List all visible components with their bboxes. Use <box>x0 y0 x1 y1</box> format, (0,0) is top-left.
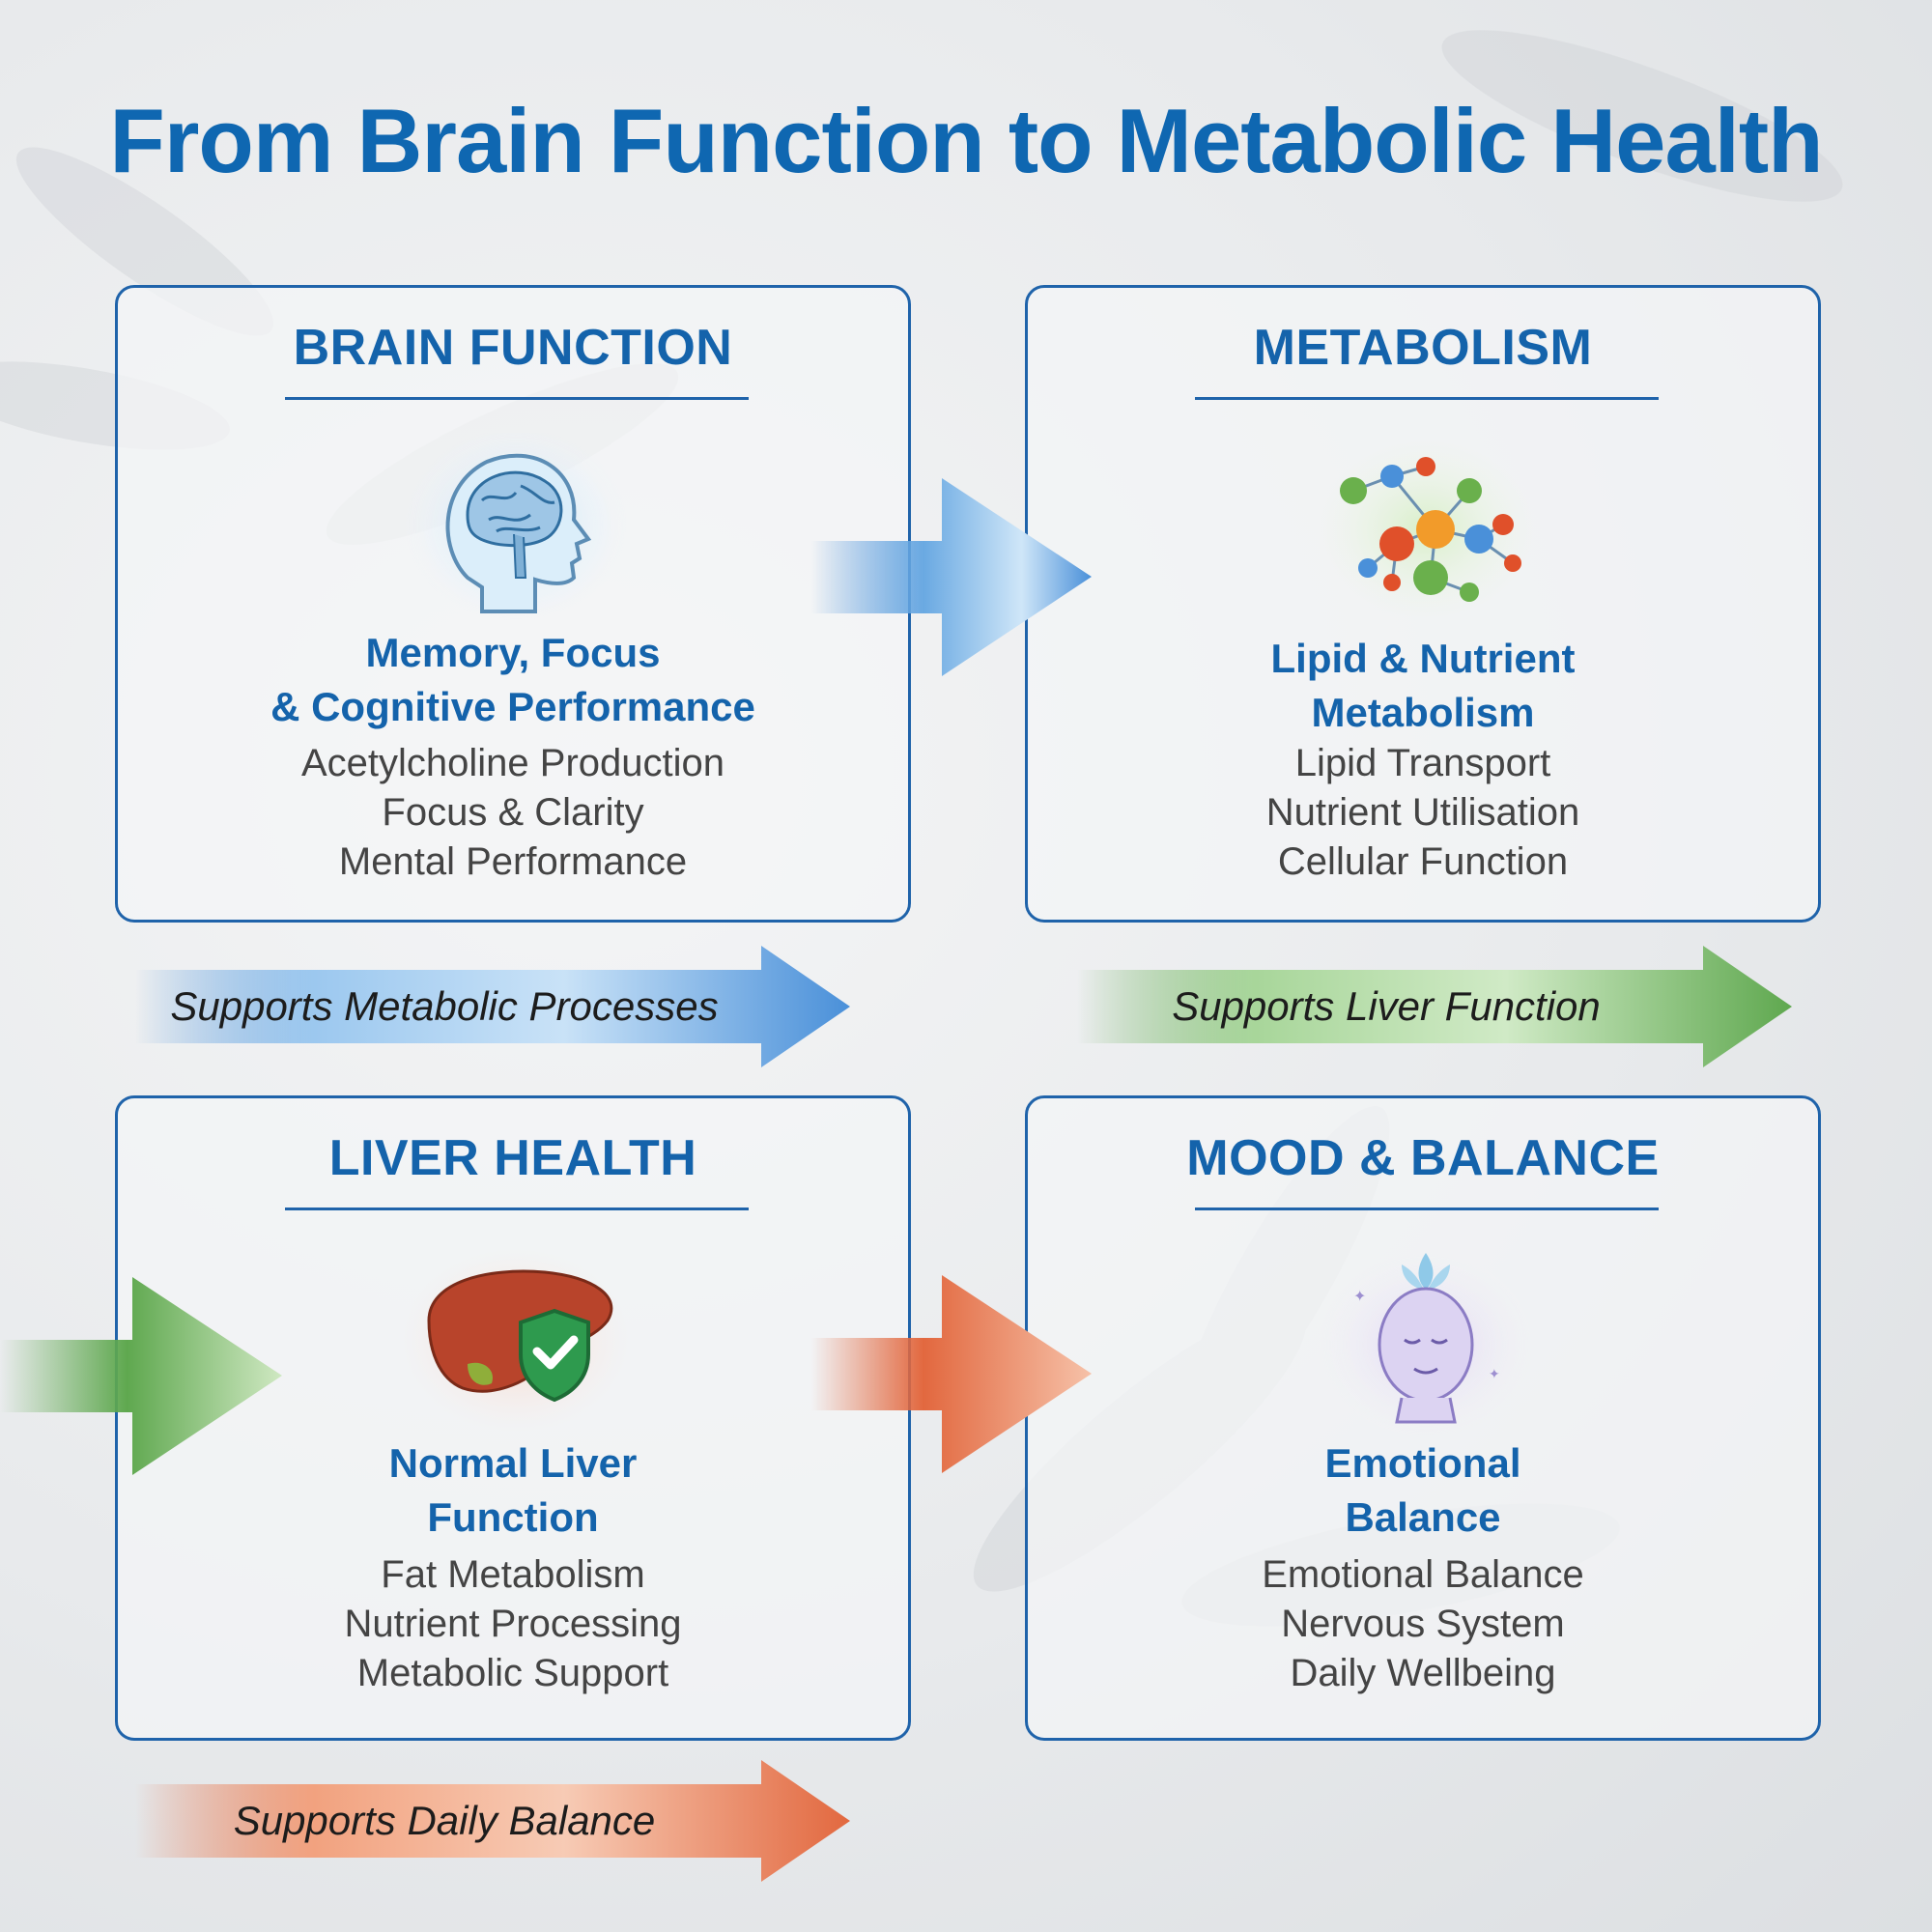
heading-divider <box>285 1208 749 1210</box>
card-item-list: Fat Metabolism Nutrient Processing Metab… <box>118 1550 908 1698</box>
svg-text:✦: ✦ <box>1353 1287 1366 1305</box>
card-heading: BRAIN FUNCTION <box>293 320 733 376</box>
flow-arrow-liver: Supports Liver Function <box>1077 946 1792 1067</box>
connector-arrow-green <box>0 1277 282 1475</box>
connector-arrow-blue <box>811 478 1092 676</box>
flow-label: Supports Liver Function <box>1172 983 1601 1029</box>
card-liver-health: LIVER HEALTH Normal Liver Function Fat M… <box>115 1095 911 1741</box>
subtitle-line: Lipid & Nutrient <box>1270 636 1576 681</box>
list-item: Cellular Function <box>1277 840 1569 883</box>
card-subtitle: Memory, Focus & Cognitive Performance <box>118 626 908 734</box>
subtitle-line: Function <box>427 1494 599 1540</box>
flow-label: Supports Daily Balance <box>233 1798 656 1843</box>
list-item: Lipid Transport <box>1294 742 1551 784</box>
list-item: Nervous System <box>1281 1603 1565 1645</box>
liver-shield-icon <box>402 1248 630 1432</box>
subtitle-line: & Cognitive Performance <box>270 684 755 729</box>
list-item: Mental Performance <box>338 840 688 883</box>
flow-arrow-metabolic: Supports Metabolic Processes <box>135 946 850 1067</box>
card-item-list: Acetylcholine Production Focus & Clarity… <box>118 739 908 887</box>
list-item: Nutrient Processing <box>344 1603 682 1645</box>
flow-label: Supports Metabolic Processes <box>170 983 719 1029</box>
meditating-face-icon: ✦ ✦ <box>1320 1253 1532 1436</box>
list-item: Fat Metabolism <box>381 1553 645 1596</box>
subtitle-line: Emotional <box>1324 1440 1521 1486</box>
connector-arrow-orange <box>811 1275 1092 1473</box>
card-heading: METABOLISM <box>1253 320 1593 376</box>
list-item: Emotional Balance <box>1262 1553 1584 1596</box>
card-heading: MOOD & BALANCE <box>1186 1130 1660 1186</box>
card-subtitle: Emotional Balance <box>1028 1436 1818 1545</box>
heading-divider <box>285 397 749 400</box>
heading-divider <box>1195 397 1659 400</box>
card-heading: LIVER HEALTH <box>328 1130 697 1186</box>
heading-divider <box>1195 1208 1659 1210</box>
flow-arrow-balance: Supports Daily Balance <box>135 1760 850 1882</box>
molecule-network-icon <box>1315 438 1537 621</box>
card-subtitle: Lipid & Nutrient Metabolism <box>1028 632 1818 740</box>
subtitle-line: Balance <box>1345 1494 1501 1540</box>
card-metabolism: METABOLISM Lipid & Nutrient Metabolism L… <box>1025 285 1821 923</box>
subtitle-line: Metabolism <box>1311 690 1535 735</box>
subtitle-line: Normal Liver <box>388 1440 638 1486</box>
list-item: Nutrient Utilisation <box>1265 791 1580 834</box>
list-item: Focus & Clarity <box>382 791 644 834</box>
card-item-list: Lipid Transport Nutrient Utilisation Cel… <box>1028 739 1818 887</box>
list-item: Acetylcholine Production <box>300 742 725 784</box>
card-brain-function: BRAIN FUNCTION Memory, Focus & Cognitive… <box>115 285 911 923</box>
brain-head-icon <box>405 433 627 621</box>
card-subtitle: Normal Liver Function <box>118 1436 908 1545</box>
card-item-list: Emotional Balance Nervous System Daily W… <box>1028 1550 1818 1698</box>
page-title: From Brain Function to Metabolic Health <box>109 90 1823 191</box>
svg-text:✦: ✦ <box>1489 1367 1500 1382</box>
list-item: Metabolic Support <box>356 1652 669 1694</box>
list-item: Daily Wellbeing <box>1290 1652 1556 1694</box>
subtitle-line: Memory, Focus <box>365 630 661 675</box>
card-mood-balance: MOOD & BALANCE ✦ ✦ Emotional Balance Emo… <box>1025 1095 1821 1741</box>
